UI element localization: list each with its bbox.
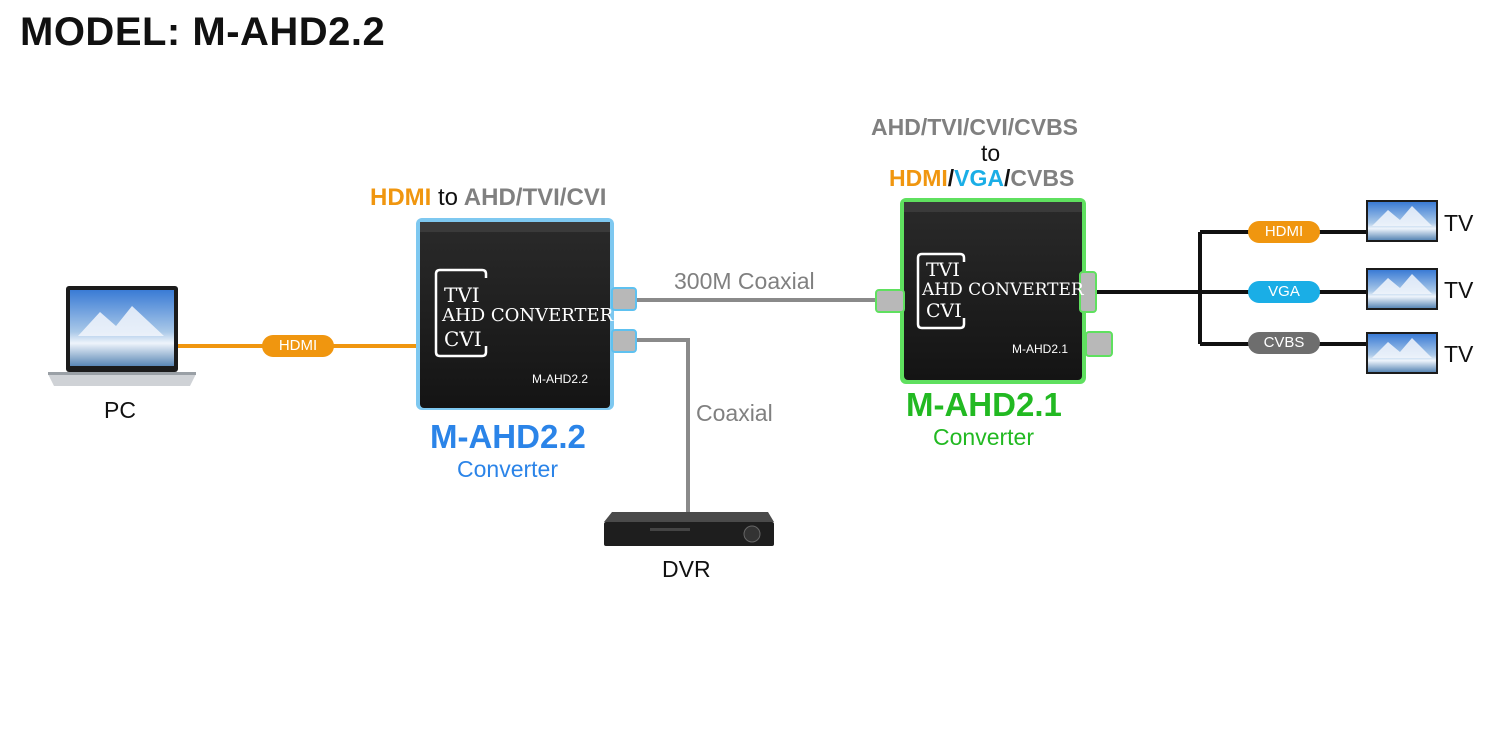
converter-a-device-line1: TVI <box>444 283 480 307</box>
dvr-icon <box>604 512 774 546</box>
converter-b-caption-line1: AHD/TVI/CVI/CVBS <box>871 114 1079 140</box>
caption-dest: AHD/TVI/CVI <box>463 184 607 211</box>
tv-label: TV <box>1444 341 1474 367</box>
caption-out-hdmi: HDMI <box>889 165 948 191</box>
converter-a-device <box>416 218 637 410</box>
coax-dvr-label: Coaxial <box>696 400 773 426</box>
converter-b-subtitle: Converter <box>933 424 1034 450</box>
converter-b-device-line2: AHD CONVERTER <box>922 280 1084 300</box>
hdmi-pill-pc: HDMI <box>262 335 334 357</box>
converter-b-device-line1: TVI <box>926 259 960 281</box>
caption-out-cvbs: CVBS <box>1010 165 1075 191</box>
caption-hdmi: HDMI <box>370 184 432 211</box>
tv-icon <box>1366 268 1438 310</box>
converter-a-device-line3: CVI <box>444 327 482 351</box>
converter-a-name: M-AHD2.2 <box>430 418 586 455</box>
output-pill-vga: VGA <box>1248 281 1320 303</box>
converter-a-subtitle: Converter <box>457 456 558 482</box>
converter-a-caption: HDMI to AHD/TVI/CVI <box>370 184 606 212</box>
laptop-icon <box>48 286 196 386</box>
coax-cable-dvr <box>636 338 690 512</box>
tv-label: TV <box>1444 277 1474 303</box>
caption-out-sep1: / <box>947 165 955 191</box>
converter-b-caption-line3: HDMI/VGA/CVBS <box>889 165 1074 192</box>
converter-b-caption-line2: to <box>981 140 1001 166</box>
tv-icon <box>1366 332 1438 374</box>
page-title: MODEL: M-AHD2.2 <box>20 10 386 54</box>
converter-a-device-model: M-AHD2.2 <box>532 372 589 386</box>
caption-out-vga: VGA <box>954 165 1005 191</box>
caption-out-sep2: / <box>1004 165 1011 191</box>
converter-b-device-model: M-AHD2.1 <box>1012 342 1069 356</box>
coax-main-label: 300M Coaxial <box>674 268 815 294</box>
converter-a-device-line2: AHD CONVERTER <box>442 305 614 326</box>
converter-b-device <box>875 198 1113 384</box>
tv-label: TV <box>1444 210 1474 236</box>
tv-icon <box>1366 200 1438 242</box>
caption-to: to <box>438 184 459 211</box>
dvr-label: DVR <box>662 556 711 582</box>
output-pill-cvbs: CVBS <box>1248 332 1320 354</box>
output-pill-hdmi: HDMI <box>1248 221 1320 243</box>
converter-b-device-line3: CVI <box>926 300 962 322</box>
converter-b-name: M-AHD2.1 <box>906 386 1062 423</box>
pc-label: PC <box>104 397 136 423</box>
